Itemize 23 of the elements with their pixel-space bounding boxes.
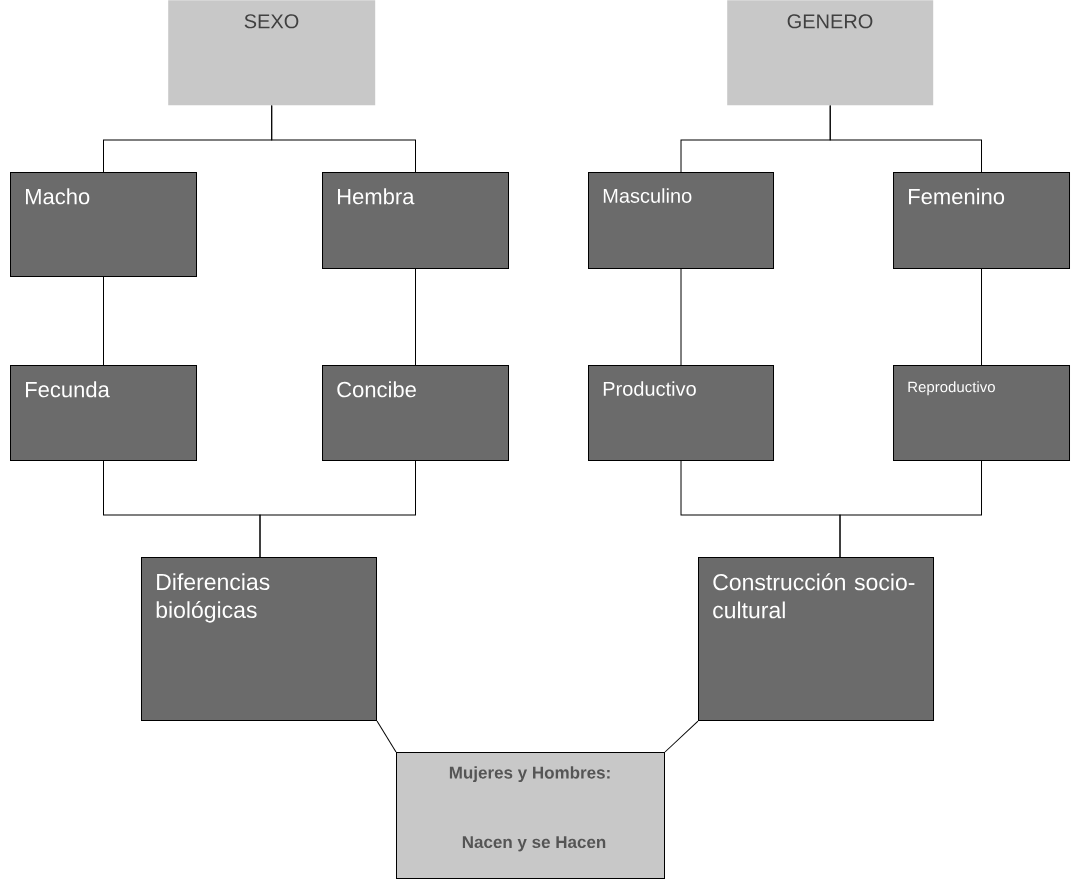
heading-box: SEXO bbox=[168, 0, 376, 106]
concept-box: Fecunda bbox=[10, 365, 197, 461]
concept-box: Femenino bbox=[893, 172, 1070, 269]
conclusion-box: Mujeres y Hombres: Nacen y se Hacen bbox=[396, 752, 665, 879]
connector-line bbox=[839, 460, 982, 558]
connector-line bbox=[664, 720, 699, 753]
concept-box: Construcción socio-cultural bbox=[698, 557, 934, 721]
connector-line bbox=[376, 720, 397, 753]
connector-line bbox=[829, 104, 982, 173]
heading-box: GENERO bbox=[727, 0, 934, 106]
concept-box: Diferencias biológicas bbox=[141, 557, 377, 721]
concept-box: Reproductivo bbox=[893, 365, 1070, 461]
connector-line bbox=[271, 104, 416, 173]
concept-box: Concibe bbox=[322, 365, 509, 461]
connector-line bbox=[103, 276, 104, 366]
concept-box: Macho bbox=[10, 172, 197, 277]
concept-box: Hembra bbox=[322, 172, 509, 269]
connector-line bbox=[415, 268, 416, 366]
connector-line bbox=[680, 268, 682, 366]
concept-box: Masculino bbox=[588, 172, 774, 269]
connector-line bbox=[981, 268, 982, 366]
concept-box: Productivo bbox=[588, 365, 774, 461]
connector-line bbox=[259, 460, 416, 558]
